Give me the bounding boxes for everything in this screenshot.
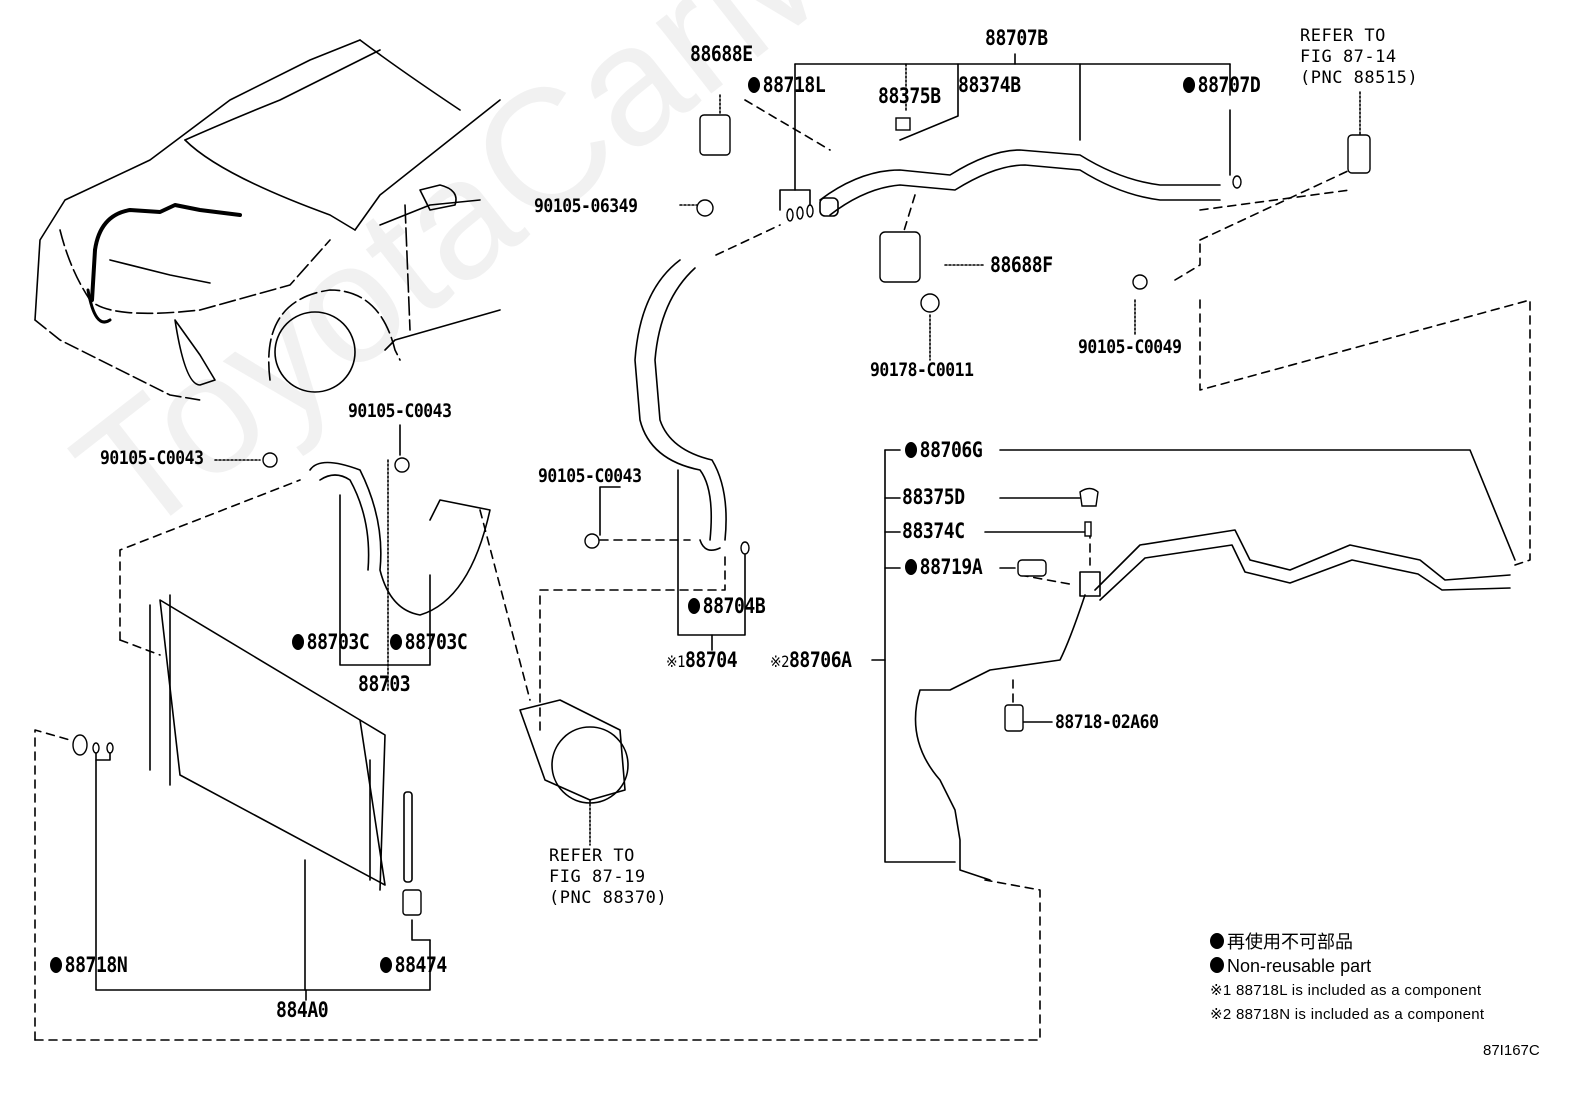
callout-text: 88706A (788, 648, 852, 672)
legend-note-1: ※1 88718L is included as a component (1210, 982, 1482, 999)
callout-884A0[interactable]: 884A0 (276, 998, 329, 1022)
note-marker: ※1 (666, 652, 685, 671)
callout-text: 88707D (1197, 73, 1261, 97)
callout-90178-C0011[interactable]: 90178-C0011 (870, 359, 974, 381)
callout-88703C-left[interactable]: 88703C (292, 630, 370, 654)
callout-text: 88474 (394, 953, 448, 977)
callout-88706G[interactable]: 88706G (905, 438, 983, 462)
legend-note-2: ※2 88718N is included as a component (1210, 1006, 1485, 1023)
callout-90105-C0043-upper[interactable]: 90105-C0043 (348, 400, 452, 422)
reference-fig-87-19[interactable]: REFER TO FIG 87-19 (PNC 88370) (549, 846, 668, 908)
vehicle-illustration (34, 39, 501, 401)
reference-fig-87-14[interactable]: REFER TO FIG 87-14 (PNC 88515) (1300, 26, 1419, 88)
callout-88718N[interactable]: 88718N (50, 953, 128, 977)
condenser-illustration (149, 594, 413, 891)
callout-text: 88719A (919, 555, 983, 579)
callout-text: 88703C (404, 630, 468, 654)
legend-non-reusable-en: Non-reusable part (1210, 956, 1484, 977)
legend-text: Non-reusable part (1227, 956, 1372, 976)
compressor-illustration (519, 699, 629, 804)
callout-88703C-right[interactable]: 88703C (390, 630, 468, 654)
note-marker: ※2 (770, 652, 789, 671)
callout-88718L[interactable]: 88718L (748, 73, 826, 97)
callout-text: 88704 (684, 648, 738, 672)
callout-90105-C0043-mid[interactable]: 90105-C0043 (538, 465, 642, 487)
callout-text: 88703C (306, 630, 370, 654)
callout-88719A[interactable]: 88719A (905, 555, 983, 579)
callout-90105-C0043-left[interactable]: 90105-C0043 (100, 447, 204, 469)
callout-88688E[interactable]: 88688E (690, 42, 753, 66)
callout-90105-C0049[interactable]: 90105-C0049 (1078, 336, 1182, 358)
callout-88707B[interactable]: 88707B (985, 26, 1048, 50)
callout-text: 88718N (64, 953, 128, 977)
callout-88474[interactable]: 88474 (380, 953, 448, 977)
callout-88703[interactable]: 88703 (358, 672, 411, 696)
callout-88375D[interactable]: 88375D (902, 485, 965, 509)
legend-text: 再使用不可部品 (1227, 932, 1353, 952)
callout-88704[interactable]: ※188704 (666, 648, 738, 672)
legend-non-reusable-jp: 再使用不可部品 (1210, 928, 1484, 954)
legend: 再使用不可部品 Non-reusable part ※1 88718L is i… (1210, 928, 1484, 1023)
callout-text: 88704B (702, 594, 766, 618)
figure-id: 87I167C (1483, 1042, 1540, 1059)
callout-text: 88706G (919, 438, 983, 462)
callout-88374C[interactable]: 88374C (902, 519, 965, 543)
callout-text: 88718L (762, 73, 826, 97)
callout-88688F[interactable]: 88688F (990, 253, 1053, 277)
callout-90105-06349[interactable]: 90105-06349 (534, 195, 638, 217)
callout-88374B[interactable]: 88374B (958, 73, 1021, 97)
callout-88707D[interactable]: 88707D (1183, 73, 1261, 97)
callout-88706A[interactable]: ※288706A (770, 650, 852, 671)
callout-88704B[interactable]: 88704B (688, 594, 766, 618)
callout-88375B[interactable]: 88375B (878, 84, 941, 108)
callout-88718-02A60[interactable]: 88718-02A60 (1055, 711, 1159, 733)
